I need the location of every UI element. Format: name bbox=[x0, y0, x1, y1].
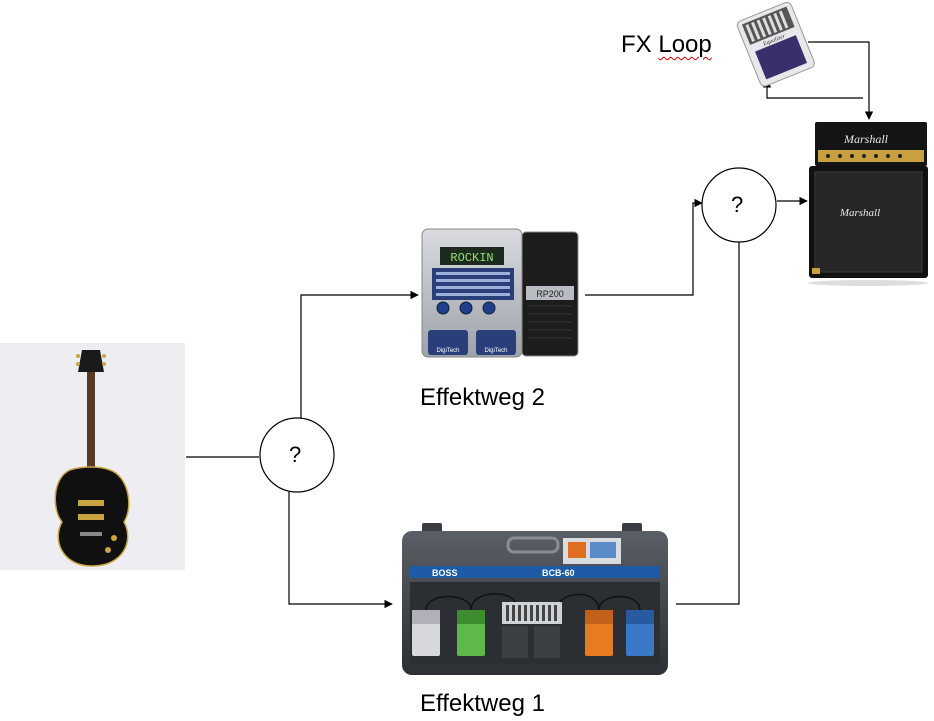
input-switch-circle bbox=[259, 417, 335, 493]
pedalboard-model-text: BCB-60 bbox=[542, 568, 575, 578]
input-switch-label: ? bbox=[289, 442, 302, 467]
pedalboard-brand-text: BOSS bbox=[432, 568, 458, 578]
guitar-image bbox=[0, 343, 185, 570]
pedalboard-image: BOSS BCB-60 bbox=[402, 523, 668, 675]
route-1-label: Effektweg 1 bbox=[420, 690, 545, 717]
signal-lines bbox=[186, 41, 874, 609]
svg-text:DigiTech: DigiTech bbox=[484, 348, 507, 354]
multi-fx-model-text: RP200 bbox=[536, 289, 564, 299]
amp-head-logo: Marshall bbox=[843, 132, 889, 146]
output-switch-circle bbox=[701, 167, 777, 243]
output-switch-label: ? bbox=[731, 192, 744, 217]
multi-fx-display-text: ROCKIN bbox=[450, 251, 493, 265]
fx-loop-label-text: FX Loop bbox=[621, 31, 712, 58]
fx-loop-pedal-image: Equalizer bbox=[736, 1, 815, 87]
amp-cab-logo: Marshall bbox=[839, 207, 880, 219]
route-2-label: Effektweg 2 bbox=[420, 384, 545, 411]
fx-loop-label: FX Loop bbox=[621, 31, 712, 59]
marshall-amp-image: Marshall Marshall bbox=[808, 122, 928, 286]
svg-text:DigiTech: DigiTech bbox=[436, 348, 459, 354]
multi-fx-image: ROCKIN DigiTech DigiTech RP200 bbox=[421, 228, 579, 358]
